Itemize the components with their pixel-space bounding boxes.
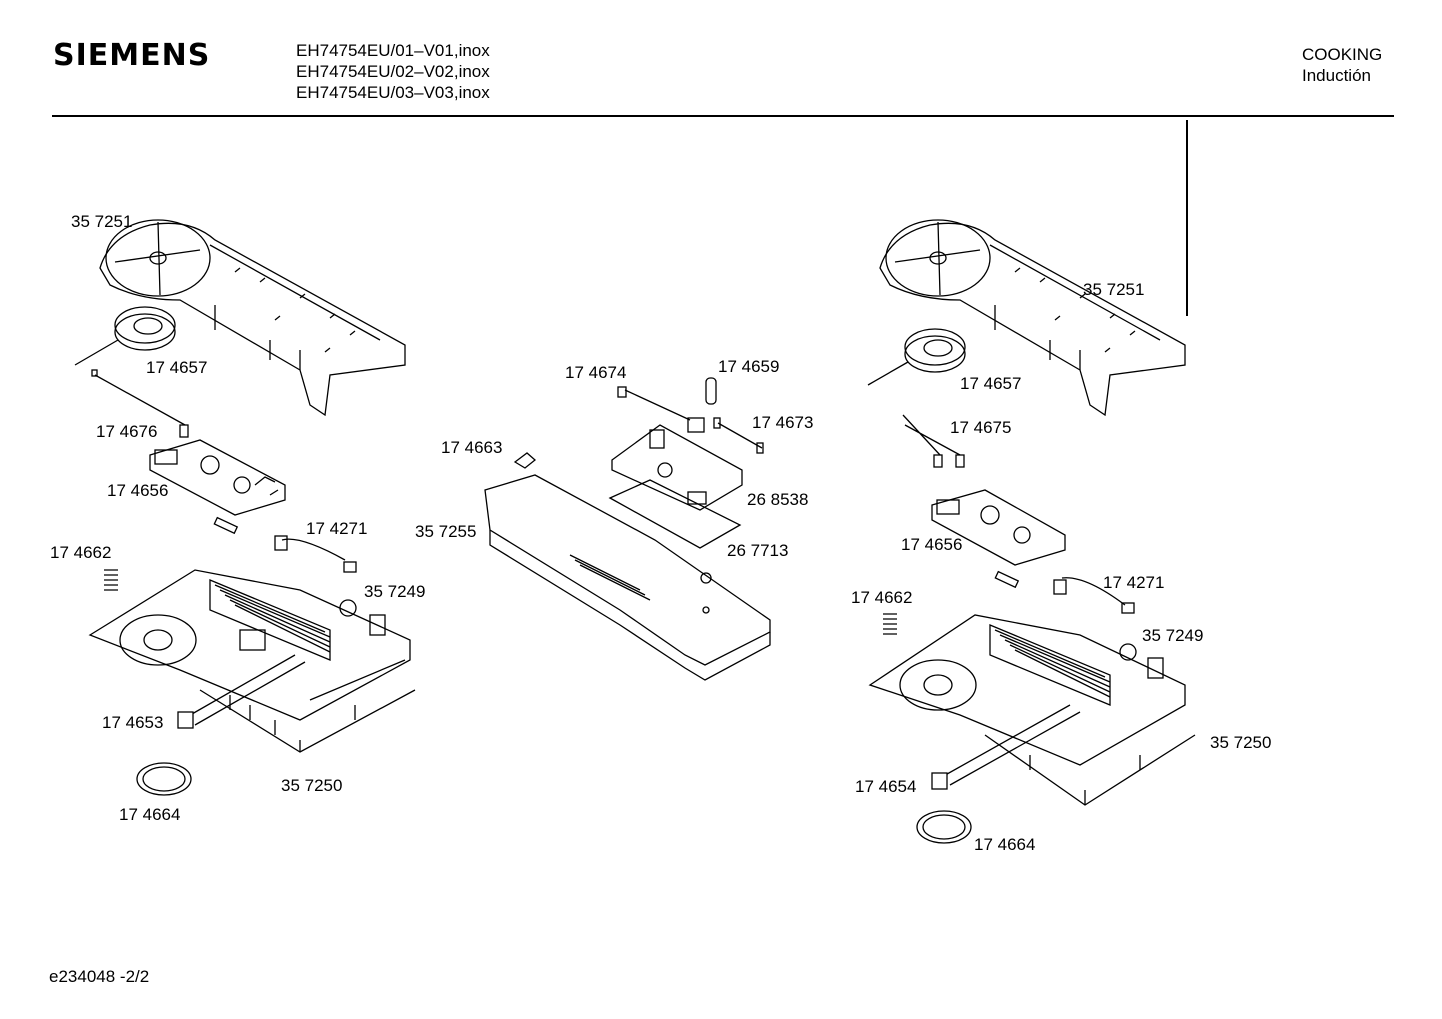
subcategory-label: Inductión: [1302, 66, 1371, 85]
center-assembly: [484, 377, 771, 681]
vertical-divider: [1186, 120, 1188, 316]
part-label: 35 7251: [1083, 280, 1145, 299]
part-label: 17 4271: [1103, 573, 1165, 592]
part-label: 35 7251: [71, 212, 133, 231]
right-assembly: [867, 219, 1196, 844]
part-label: 17 4659: [718, 357, 780, 376]
part-label: 17 4675: [950, 418, 1012, 437]
part-label: 17 4676: [96, 422, 158, 441]
cooling-fan: [867, 328, 966, 386]
part-label: 26 7713: [727, 541, 789, 560]
part-label: 17 4657: [960, 374, 1022, 393]
part-label: 35 7255: [415, 522, 477, 541]
cooling-fan: [74, 306, 176, 366]
part-label: 17 4662: [50, 543, 112, 562]
fan-duct-cover: [879, 219, 1186, 417]
part-label: 17 4664: [974, 835, 1036, 854]
cable: [91, 369, 189, 438]
part-label: 35 7249: [364, 582, 426, 601]
part-label: 17 4662: [851, 588, 913, 607]
part-label: 17 4656: [901, 535, 963, 554]
base-frame: [199, 659, 416, 753]
brand-logo: SIEMENS: [53, 38, 211, 73]
document-id: e234048 -2/2: [49, 967, 150, 986]
part-label: 35 7250: [281, 776, 343, 795]
part-label: 17 4657: [146, 358, 208, 377]
left-assembly: [74, 219, 416, 796]
part-label: 17 4656: [107, 481, 169, 500]
header-divider: [52, 115, 1394, 117]
part-label: 17 4271: [306, 519, 368, 538]
model-list: EH74754EU/01–V01,inox EH74754EU/02–V02,i…: [296, 40, 490, 103]
power-board: [88, 569, 411, 721]
part-label: 17 4674: [565, 363, 627, 382]
category-label: COOKING: [1302, 45, 1383, 64]
electronics-housing: [484, 474, 771, 681]
part-label: 17 4653: [102, 713, 164, 732]
category-block: COOKING Inductión: [1302, 44, 1382, 86]
part-label: 35 7249: [1142, 626, 1204, 645]
fan-duct-cover: [99, 219, 406, 417]
model-line: EH74754EU/03–V03,inox: [296, 83, 490, 102]
part-label: 17 4673: [752, 413, 814, 432]
model-line: EH74754EU/02–V02,inox: [296, 62, 490, 81]
part-label: 26 8538: [747, 490, 809, 509]
part-label: 17 4664: [119, 805, 181, 824]
model-line: EH74754EU/01–V01,inox: [296, 41, 490, 60]
control-module: [149, 439, 286, 516]
part-label: 17 4663: [441, 438, 503, 457]
part-label: 17 4654: [855, 777, 917, 796]
part-label: 35 7250: [1210, 733, 1272, 752]
